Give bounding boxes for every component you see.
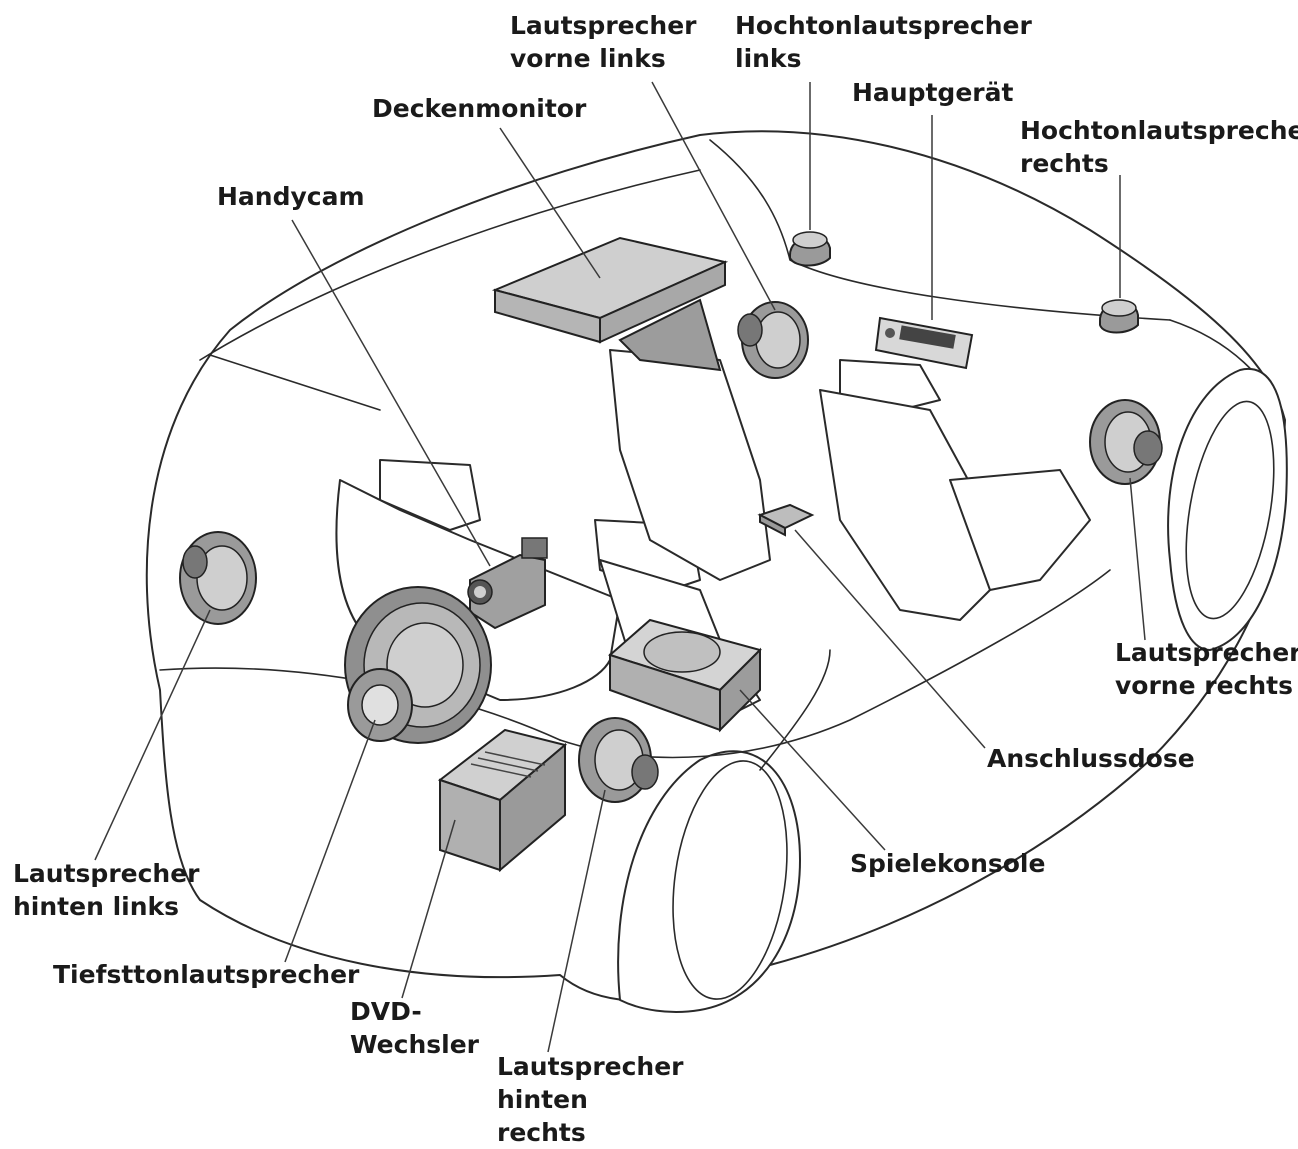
tweeter-left (789, 231, 831, 267)
leader-lautsprecher-vorne-links (651, 81, 776, 311)
label-line: Lautsprecher (510, 11, 697, 40)
tweeter-right (1098, 299, 1139, 334)
label-line: Anschlussdose (987, 744, 1195, 773)
label-lautsprecher-vorne-links: Lautsprecher vorne links (510, 9, 697, 75)
leader-spielekonsole (739, 689, 886, 851)
label-lautsprecher-vorne-rechts: Lautsprecher vorne rechts (1115, 636, 1298, 702)
speaker-front-left (737, 301, 809, 379)
leader-deckenmonitor (499, 127, 601, 279)
leader-lautsprecher-hinten-links (94, 609, 211, 861)
label-dvd-wechsler: DVD- Wechsler (350, 995, 479, 1061)
label-spielekonsole: Spielekonsole (850, 847, 1045, 880)
speaker-rear-right (578, 717, 659, 803)
label-line: Spielekonsole (850, 849, 1046, 878)
leader-handycam (291, 219, 491, 567)
label-line: Tiefsttonlautsprecher (53, 960, 360, 989)
leader-dvd-wechsler (401, 819, 456, 999)
label-deckenmonitor: Deckenmonitor (372, 92, 586, 125)
label-tiefsttonlautsprecher: Tiefsttonlautsprecher (53, 958, 359, 991)
label-line: hinten (497, 1085, 588, 1114)
label-handycam: Handycam (217, 180, 365, 213)
label-hochtonlautsprecher-rechts: Hochtonlautsprecher rechts (1020, 114, 1298, 180)
label-line: vorne links (510, 44, 666, 73)
leader-anschlussdose (794, 529, 986, 749)
head-unit (874, 316, 974, 370)
label-line: Hochtonlautsprecher (1020, 116, 1298, 145)
label-hochtonlautsprecher-links: Hochtonlautsprecher links (735, 9, 1032, 75)
label-line: rechts (497, 1118, 586, 1147)
label-line: Wechsler (350, 1030, 479, 1059)
label-line: Deckenmonitor (372, 94, 587, 123)
label-hauptgeraet: Hauptgerät (852, 76, 1013, 109)
dvd-changer-device (437, 728, 568, 873)
subwoofer-device (344, 586, 492, 744)
label-line: rechts (1020, 149, 1109, 178)
handycam-device (467, 537, 548, 630)
game-console-device (608, 618, 762, 733)
label-line: Hauptgerät (852, 78, 1014, 107)
ceiling-monitor (491, 236, 729, 372)
leader-lautsprecher-hinten-rechts (547, 789, 606, 1053)
leader-lautsprecher-vorne-rechts (1129, 477, 1146, 641)
label-line: DVD- (350, 997, 422, 1026)
connection-box (757, 503, 815, 537)
leader-tiefstton (284, 719, 376, 963)
label-lautsprecher-hinten-links: Lautsprecher hinten links (13, 857, 200, 923)
leader-lines (94, 81, 1146, 1053)
speaker-rear-left (179, 531, 257, 625)
label-line: Lautsprecher (497, 1052, 684, 1081)
label-line: vorne rechts (1115, 671, 1293, 700)
label-line: Lautsprecher (13, 859, 200, 888)
label-anschlussdose: Anschlussdose (987, 742, 1195, 775)
label-line: links (735, 44, 802, 73)
label-line: Hochtonlautsprecher (735, 11, 1032, 40)
speaker-front-right (1089, 399, 1163, 485)
label-line: Handycam (217, 182, 365, 211)
label-line: hinten links (13, 892, 180, 921)
label-lautsprecher-hinten-rechts: Lautsprecher hinten rechts (497, 1050, 684, 1149)
label-line: Lautsprecher (1115, 638, 1298, 667)
